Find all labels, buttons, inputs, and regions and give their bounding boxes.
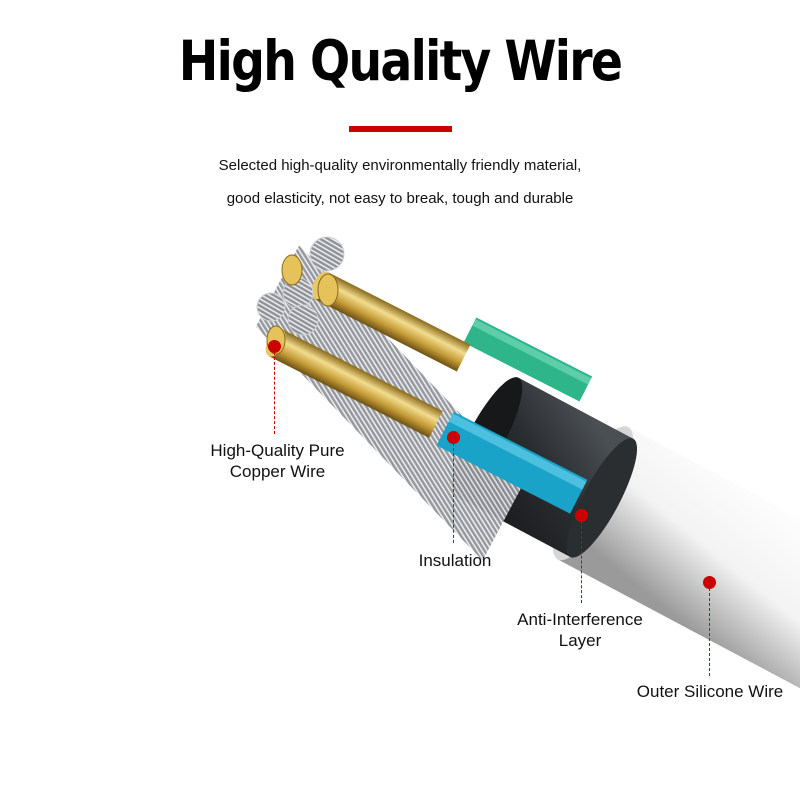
copper-label-line2: Copper Wire [229, 462, 326, 481]
title-underline-divider [349, 126, 452, 132]
subtitle-line-2: good elasticity, not easy to break, toug… [226, 190, 574, 207]
insulation-callout-line [453, 443, 454, 543]
outer-silicone-callout-dot [703, 576, 716, 589]
anti-interference-label-line1: Anti-Interference [517, 610, 643, 629]
outer-silicone-callout-line [709, 588, 710, 676]
anti-interference-callout-dot [575, 509, 588, 522]
anti-interference-callout-line [581, 521, 582, 603]
insulation-callout-label: Insulation [418, 551, 492, 570]
copper-label-line1: High-Quality Pure [210, 441, 345, 460]
anti-interference-callout-label: Anti-Interference Layer [495, 609, 665, 651]
copper-callout-label: High-Quality Pure Copper Wire [180, 440, 375, 482]
insulation-callout-dot [447, 431, 460, 444]
copper-callout-line [274, 352, 275, 434]
copper-callout-dot [268, 340, 281, 353]
anti-interference-label-line2: Layer [558, 631, 602, 650]
page-title: High Quality Wire [178, 29, 623, 93]
outer-silicone-callout-label: Outer Silicone Wire [636, 682, 784, 701]
subtitle-line-1: Selected high-quality environmentally fr… [218, 157, 582, 174]
